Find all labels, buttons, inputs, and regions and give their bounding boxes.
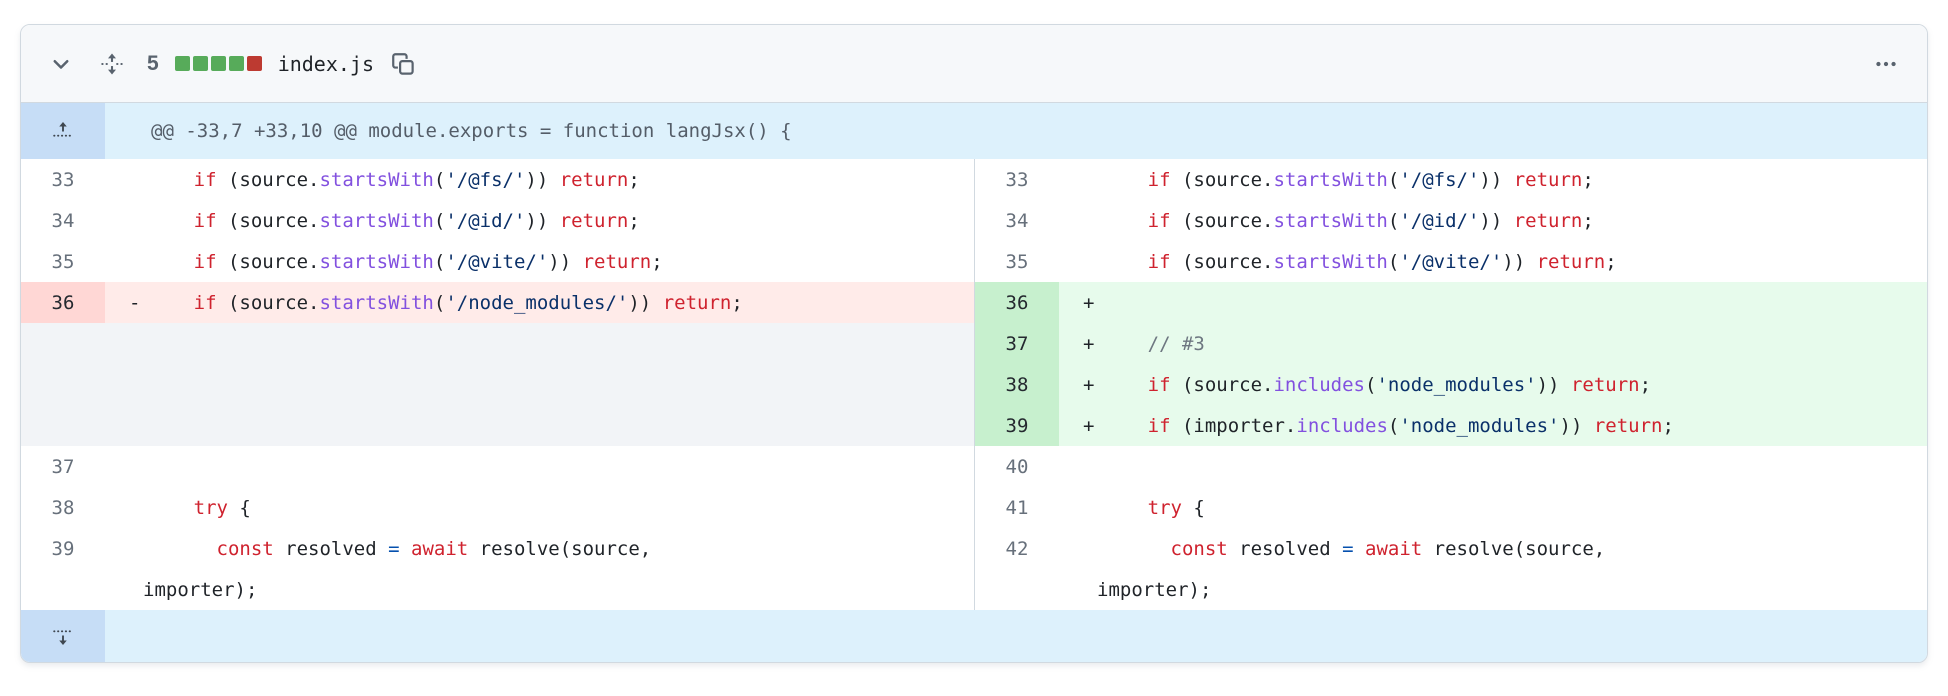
line-number[interactable]: 39 (975, 405, 1059, 446)
file-header: 5 index.js (21, 25, 1927, 103)
fold-up-icon (53, 121, 73, 141)
line-number[interactable]: 33 (51, 168, 75, 191)
code-line: if (source.startsWith('/@vite/')) return… (1147, 250, 1617, 273)
code-line: const resolved = await resolve(source, (216, 537, 652, 560)
expand-up-button[interactable] (21, 103, 105, 159)
addition-marker: + (1083, 332, 1095, 355)
diff-row: 34 if (source.startsWith('/@id/')) retur… (975, 200, 1927, 241)
collapse-file-button[interactable] (47, 50, 75, 78)
code-line (105, 446, 974, 487)
diff-row: 42 const resolved = await resolve(source… (975, 528, 1927, 569)
unfold-icon (101, 53, 123, 75)
code-line (1059, 446, 1927, 487)
expand-all-context-button[interactable] (97, 49, 127, 79)
diff-row: 41 try { (975, 487, 1927, 528)
line-number[interactable]: 41 (1005, 496, 1029, 519)
addition-marker: + (1083, 291, 1095, 314)
hunk-header-text: @@ -33,7 +33,10 @@ module.exports = func… (105, 103, 1927, 159)
line-number[interactable]: 35 (51, 250, 75, 273)
line-number[interactable]: 36 (975, 282, 1059, 323)
code-line: + (1059, 282, 1927, 323)
diff-pane-old: 33 if (source.startsWith('/@fs/')) retur… (21, 159, 974, 610)
diffstat-addition-square (228, 56, 244, 71)
code-line: if (source.startsWith('/@fs/')) return; (193, 168, 640, 191)
line-number (21, 569, 105, 610)
diff-pane-new: 33 if (source.startsWith('/@fs/')) retur… (974, 159, 1927, 610)
line-number[interactable]: 37 (51, 455, 75, 478)
code-line: + if (source.includes('node_modules')) r… (1059, 364, 1927, 405)
code-line: if (source.startsWith('/@id/')) return; (1147, 209, 1594, 232)
chevron-down-icon (51, 54, 71, 74)
code-line: if (source.startsWith('/@vite/')) return… (193, 250, 663, 273)
diff-row: 39+ if (importer.includes('node_modules'… (975, 405, 1927, 446)
line-number[interactable]: 38 (51, 496, 75, 519)
file-diff-card: 5 index.js (20, 24, 1928, 663)
diff-row: 37+ // #3 (975, 323, 1927, 364)
diffstat-deletion-square (246, 56, 262, 71)
diff-row: 36 + (975, 282, 1927, 323)
copy-icon (392, 52, 414, 75)
line-number[interactable]: 34 (51, 209, 75, 232)
diff-row: 36- if (source.startsWith('/node_modules… (21, 282, 974, 323)
deletion-marker: - (129, 291, 141, 314)
line-number (975, 569, 1059, 610)
line-number[interactable]: 39 (51, 537, 75, 560)
hunk-header-row: @@ -33,7 +33,10 @@ module.exports = func… (21, 103, 1927, 159)
expand-bar-fill (105, 610, 1927, 662)
diff-row (21, 323, 974, 364)
line-number[interactable]: 36 (21, 282, 105, 323)
line-number[interactable]: 35 (1005, 250, 1029, 273)
diff-row: 35 if (source.startsWith('/@vite/')) ret… (21, 241, 974, 282)
code-line: try { (193, 496, 251, 519)
line-number[interactable]: 38 (975, 364, 1059, 405)
diff-row: 35 if (source.startsWith('/@vite/')) ret… (975, 241, 1927, 282)
diff-row: 38 try { (21, 487, 974, 528)
code-line: try { (1147, 496, 1205, 519)
diff-row: 39 const resolved = await resolve(source… (21, 528, 974, 569)
diff-row: importer); (975, 569, 1927, 610)
line-number[interactable]: 40 (1005, 455, 1029, 478)
diffstat-addition-square (192, 56, 208, 71)
changed-lines-count: 5 (147, 51, 159, 75)
code-line: if (source.startsWith('/@fs/')) return; (1147, 168, 1594, 191)
expand-down-button[interactable] (21, 610, 105, 662)
code-line: if (source.startsWith('/@id/')) return; (193, 209, 640, 232)
split-diff: 33 if (source.startsWith('/@fs/')) retur… (21, 159, 1927, 610)
diffstat-addition-square (174, 56, 190, 71)
line-number[interactable]: 34 (1005, 209, 1029, 232)
code-line: + // #3 (1059, 323, 1927, 364)
fold-down-icon (53, 626, 73, 646)
expand-bar (21, 610, 1927, 662)
code-line: importer); (143, 578, 258, 601)
line-number[interactable]: 37 (975, 323, 1059, 364)
code-line: - if (source.startsWith('/node_modules/'… (105, 282, 974, 323)
code-line: + if (importer.includes('node_modules'))… (1059, 405, 1927, 446)
kebab-icon (1875, 53, 1897, 75)
diff-row (21, 364, 974, 405)
diff-row: 40 (975, 446, 1927, 487)
diff-row (21, 405, 974, 446)
diff-row: 34 if (source.startsWith('/@id/')) retur… (21, 200, 974, 241)
file-options-kebab-button[interactable] (1871, 49, 1901, 79)
copy-path-button[interactable] (388, 49, 418, 79)
diff-row: 33 if (source.startsWith('/@fs/')) retur… (21, 159, 974, 200)
diffstat-blocks (174, 56, 262, 71)
code-line: const resolved = await resolve(source, (1170, 537, 1606, 560)
line-number[interactable]: 42 (1005, 537, 1029, 560)
addition-marker: + (1083, 373, 1095, 396)
diff-row: 33 if (source.startsWith('/@fs/')) retur… (975, 159, 1927, 200)
addition-marker: + (1083, 414, 1095, 437)
line-number[interactable]: 33 (1005, 168, 1029, 191)
diff-row: 38+ if (source.includes('node_modules'))… (975, 364, 1927, 405)
diff-row: 37 (21, 446, 974, 487)
code-line: importer); (1097, 578, 1212, 601)
file-name: index.js (277, 51, 375, 76)
diff-row: importer); (21, 569, 974, 610)
diffstat-addition-square (210, 56, 226, 71)
